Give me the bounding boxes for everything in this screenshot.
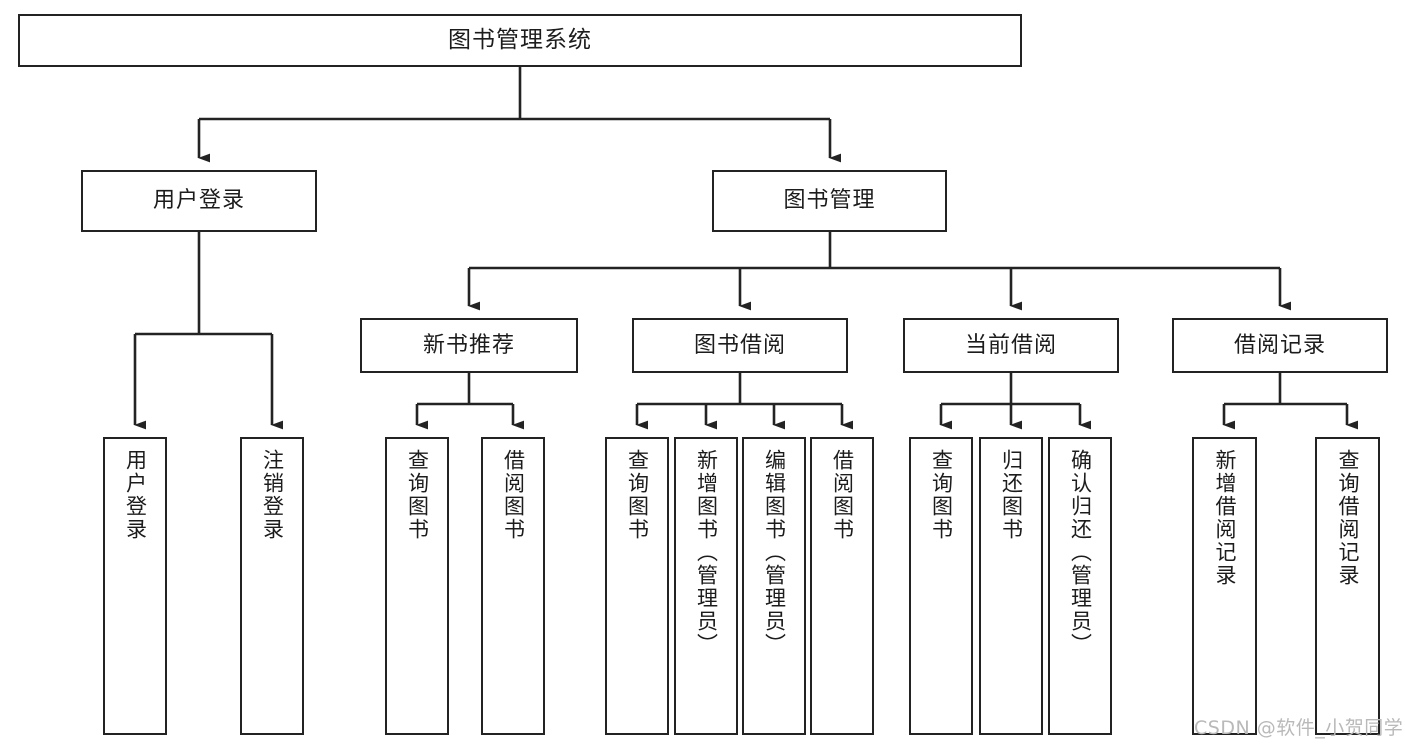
node-user-login[interactable]: 用户登录 (81, 170, 317, 232)
leaf-confirm-return-admin[interactable]: 确认归还（管理员） (1048, 437, 1112, 735)
leaf-user-login[interactable]: 用户登录 (103, 437, 167, 735)
node-label: 借阅图书 (830, 449, 855, 541)
node-label: 图书管理 (783, 188, 876, 214)
leaf-query-book-cb[interactable]: 查询图书 (909, 437, 973, 735)
node-label: 图书管理系统 (448, 26, 592, 53)
node-label: 查询图书 (405, 449, 430, 541)
node-new-book-recommendation[interactable]: 新书推荐 (360, 318, 578, 373)
node-current-borrowing[interactable]: 当前借阅 (903, 318, 1119, 373)
node-label: 借阅记录 (1233, 332, 1326, 358)
leaf-add-borrow-record[interactable]: 新增借阅记录 (1192, 437, 1257, 735)
node-label: 查询图书 (625, 449, 650, 541)
node-book-management[interactable]: 图书管理 (712, 170, 947, 232)
node-label: 借阅图书 (501, 449, 526, 541)
node-label: 新书推荐 (422, 332, 515, 358)
leaf-add-book-admin[interactable]: 新增图书（管理员） (674, 437, 738, 735)
node-book-management-system[interactable]: 图书管理系统 (18, 14, 1022, 67)
node-label: 归还图书 (999, 449, 1024, 541)
node-label: 图书借阅 (693, 332, 786, 358)
node-label: 查询图书 (929, 449, 954, 541)
leaf-borrow-book-bb[interactable]: 借阅图书 (810, 437, 874, 735)
leaf-query-borrow-record[interactable]: 查询借阅记录 (1315, 437, 1380, 735)
node-borrowing-records[interactable]: 借阅记录 (1172, 318, 1388, 373)
node-book-borrowing[interactable]: 图书借阅 (632, 318, 848, 373)
node-label: 用户登录 (123, 449, 148, 541)
node-label: 确认归还（管理员） (1068, 449, 1093, 656)
leaf-borrow-book-nbr[interactable]: 借阅图书 (481, 437, 545, 735)
leaf-edit-book-admin[interactable]: 编辑图书（管理员） (742, 437, 806, 735)
node-label: 当前借阅 (964, 332, 1057, 358)
node-label: 用户登录 (152, 188, 245, 214)
leaf-query-book-nbr[interactable]: 查询图书 (385, 437, 449, 735)
leaf-logout[interactable]: 注销登录 (240, 437, 304, 735)
leaf-query-book-bb[interactable]: 查询图书 (605, 437, 669, 735)
node-label: 新增借阅记录 (1213, 449, 1237, 587)
node-label: 编辑图书（管理员） (762, 449, 787, 656)
node-label: 查询借阅记录 (1336, 449, 1360, 587)
node-label: 新增图书（管理员） (694, 449, 719, 656)
node-label: 注销登录 (260, 449, 285, 541)
leaf-return-book[interactable]: 归还图书 (979, 437, 1043, 735)
